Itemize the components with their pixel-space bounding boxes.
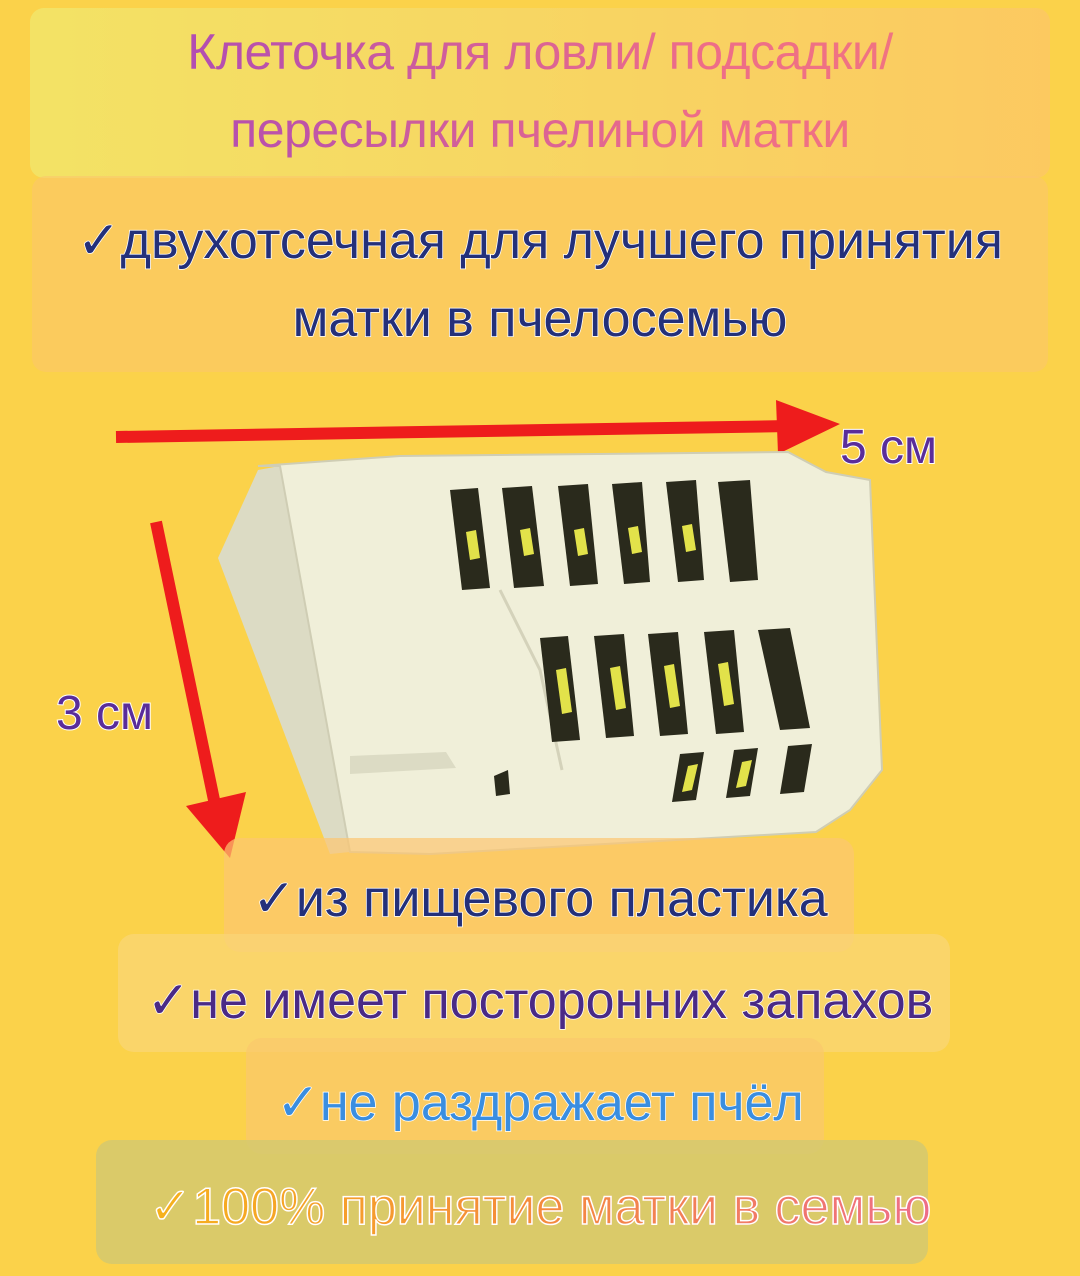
bullet-no-odors: ✓не имеет посторонних запахов	[146, 971, 934, 1031]
cage-entrance-hole	[494, 770, 510, 796]
bullet-panel-1	[224, 838, 854, 952]
bullet-panel-4	[96, 1140, 928, 1264]
cage-entrance	[350, 752, 456, 774]
bullet-no-irritation: ✓не раздражает пчёл	[276, 1073, 805, 1133]
title-panel	[30, 8, 1050, 178]
cage-top-slot-glints	[466, 524, 696, 560]
bullet-food-plastic: ✓из пищевого пластика	[252, 869, 829, 929]
cage-bottom-slot-glints	[556, 662, 734, 714]
feature-panel	[32, 176, 1048, 372]
bullet-acceptance-text: ✓100% принятие матки в семью	[148, 1177, 932, 1237]
title-line-2: пересылки пчелиной матки	[0, 96, 1080, 164]
width-label: 5 см	[839, 420, 938, 475]
feature-line-1: ✓двухотсечная для лучшего принятия	[76, 211, 1003, 271]
cage-lower-slot-glints	[682, 760, 752, 792]
queen-cage-image	[218, 450, 884, 856]
cage-left-face	[218, 466, 350, 854]
title-line-1: Клеточка для ловли/ подсадки/	[0, 18, 1080, 86]
bullet-panel-3	[246, 1038, 824, 1154]
width-arrow-head	[776, 400, 840, 454]
width-arrow-shaft	[115, 420, 791, 443]
feature-line-2: матки в пчелосемью	[292, 289, 788, 349]
bullet-acceptance: ✓100% принятие матки в семью	[0, 1172, 1080, 1242]
bullet-panel-2	[118, 934, 950, 1052]
height-arrow-shaft	[150, 520, 220, 802]
height-label: 3 см	[55, 686, 154, 741]
